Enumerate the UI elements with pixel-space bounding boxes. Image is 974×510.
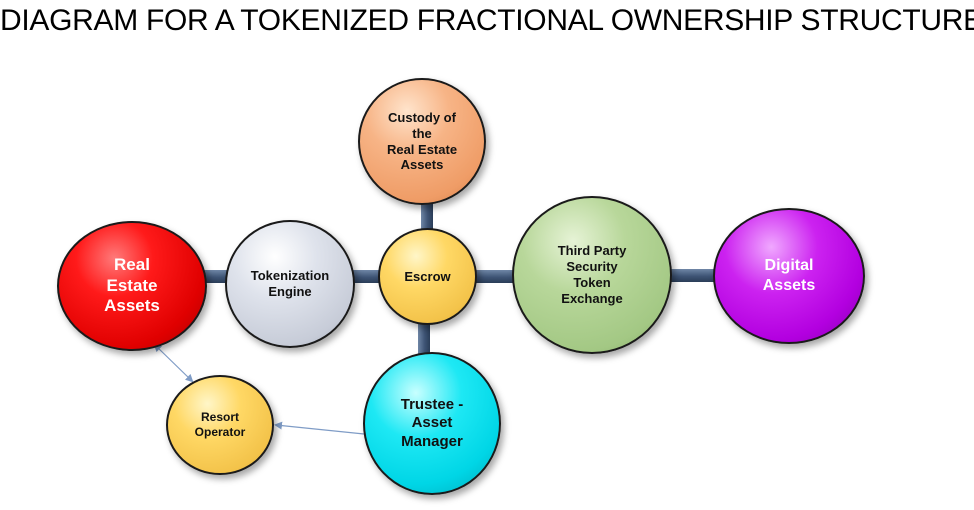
node-trustee-asset-manager: Trustee - Asset Manager [363,352,501,495]
node-label-line: Security [566,259,618,275]
node-escrow: Escrow [378,228,477,325]
node-label-line: Real Estate [386,141,458,157]
node-third-party-exchange: Third Party Security Token Exchange [512,196,672,354]
node-label-line: Manager [401,432,463,450]
node-custody: Custody of the Real Estate Assets [358,78,486,205]
node-label-line: Asset [411,414,453,432]
connector-escrow-third-party [474,270,516,283]
node-tokenization-engine: Tokenization Engine [225,220,355,348]
node-label-line: Engine [268,284,312,299]
node-label-line: Estate [106,275,158,295]
node-label-line: Tokenization [250,268,330,284]
node-label-line: Assets [400,157,444,173]
node-resort-operator: Resort Operator [166,375,274,475]
connector-third-party-digital [668,269,718,282]
node-label-line: Trustee - [400,396,464,414]
node-label-line: Operator [194,425,246,439]
node-digital-assets: Digital Assets [713,208,865,344]
node-label-line: Resort [200,410,239,425]
node-label-line: Assets [762,277,816,294]
node-label-line: Digital [764,257,814,275]
diagram-title: DIAGRAM FOR A TOKENIZED FRACTIONAL OWNER… [0,4,974,37]
node-label-line: Exchange [561,290,623,306]
node-real-estate-assets: Real Estate Assets [57,221,207,351]
node-label-line: the [412,125,432,141]
node-label-line: Real [114,254,150,274]
connector-escrow-trustee [418,322,430,356]
connector-custody-escrow [421,202,433,232]
node-label-line: Token [573,275,611,290]
arrow-real-estate-resort [153,343,194,383]
node-label-line: Custody of [388,109,456,125]
node-label-line: Escrow [404,268,451,284]
connector-tokenization-escrow [352,270,382,283]
arrow-trustee-to-resort [274,421,365,435]
connector-real-estate-tokenization [200,270,230,283]
node-label-line: Assets [104,296,160,316]
node-label-line: Third Party [557,243,627,259]
